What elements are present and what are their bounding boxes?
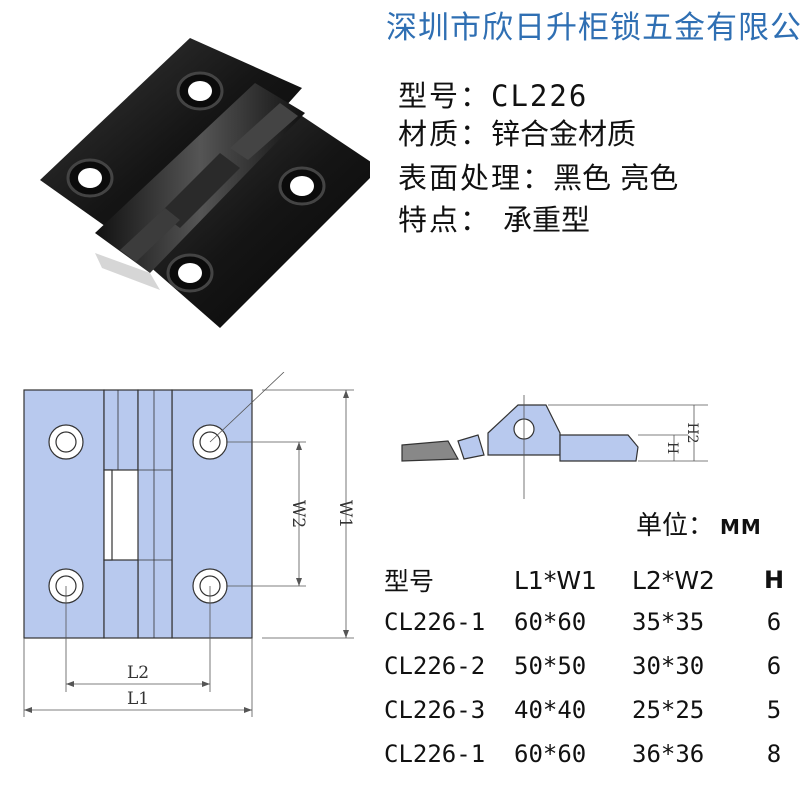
table-cell-h: 6: [766, 608, 782, 636]
table-header-l1w1: L1*W1: [514, 565, 597, 595]
table-cell-l1w1: 50*50: [514, 652, 587, 680]
spec-model-label: 型号：: [398, 79, 492, 113]
table-header-h: H: [763, 566, 785, 594]
table-cell-h: 6: [766, 652, 782, 680]
hinge-front-drawing: W1 W2 L2 L1: [23, 372, 355, 717]
table-cell-h: 5: [766, 696, 782, 724]
table-row: CL226-1 60*60 35*35 6: [384, 600, 794, 644]
table-cell-l2w2: 36*36: [632, 740, 705, 768]
spec-feature: 特点： 承重型: [398, 202, 590, 238]
spec-material: 材质：锌合金材质: [398, 116, 636, 152]
spec-finish-value: 黑色 亮色: [553, 161, 679, 195]
dim-label-h2: H2: [684, 422, 700, 443]
spec-finish-label: 表面处理：: [398, 161, 554, 195]
hinge-side-drawing: H H2: [401, 395, 708, 499]
dim-label-w2: W2: [288, 500, 308, 528]
spec-model: 型号：CL226: [398, 78, 588, 114]
table-row: CL226-2 50*50 30*30 6: [384, 644, 794, 688]
dim-label-w1: W1: [335, 500, 355, 528]
dim-label-l2: L2: [127, 663, 149, 683]
table-header-l2w2: L2*W2: [632, 565, 715, 595]
table-cell-l1w1: 60*60: [514, 740, 587, 768]
table-cell-model: CL226-2: [384, 652, 486, 680]
table-cell-model: CL226-3: [384, 696, 486, 724]
spec-feature-value: 承重型: [503, 203, 591, 237]
spec-feature-label: 特点：: [398, 203, 492, 237]
table-cell-l1w1: 40*40: [514, 696, 587, 724]
spec-material-value: 锌合金材质: [491, 117, 637, 151]
table-row: CL226-1 60*60 36*36 8: [384, 732, 794, 776]
company-name: 深圳市欣日升柜锁五金有限公司: [386, 10, 800, 46]
table-cell-l2w2: 35*35: [632, 608, 705, 636]
dim-label-h: H: [664, 442, 680, 454]
spec-material-label: 材质：: [398, 117, 492, 151]
table-header-row: 型号 L1*W1 L2*W2 H: [384, 560, 794, 600]
unit-label-text: 单位：: [636, 511, 715, 541]
spec-finish: 表面处理：黑色 亮色: [398, 160, 678, 196]
table-row: CL226-3 40*40 25*25 5: [384, 688, 794, 732]
table-cell-h: 8: [766, 740, 782, 768]
table-cell-l1w1: 60*60: [514, 608, 587, 636]
unit-value: MM: [720, 515, 762, 539]
spec-model-value: CL226: [491, 79, 589, 113]
hinge-photo-holes: [66, 71, 326, 293]
table-cell-l2w2: 30*30: [632, 652, 705, 680]
table-cell-l2w2: 25*25: [632, 696, 705, 724]
dim-label-l1: L1: [127, 689, 149, 709]
hinge-photo: [40, 38, 370, 328]
table-header-model: 型号: [384, 567, 435, 596]
table-cell-model: CL226-1: [384, 740, 486, 768]
table-cell-model: CL226-1: [384, 608, 486, 636]
spec-table: 型号 L1*W1 L2*W2 H CL226-1 60*60 35*35 6 C…: [384, 560, 794, 776]
unit-label: 单位：MM: [636, 509, 762, 544]
